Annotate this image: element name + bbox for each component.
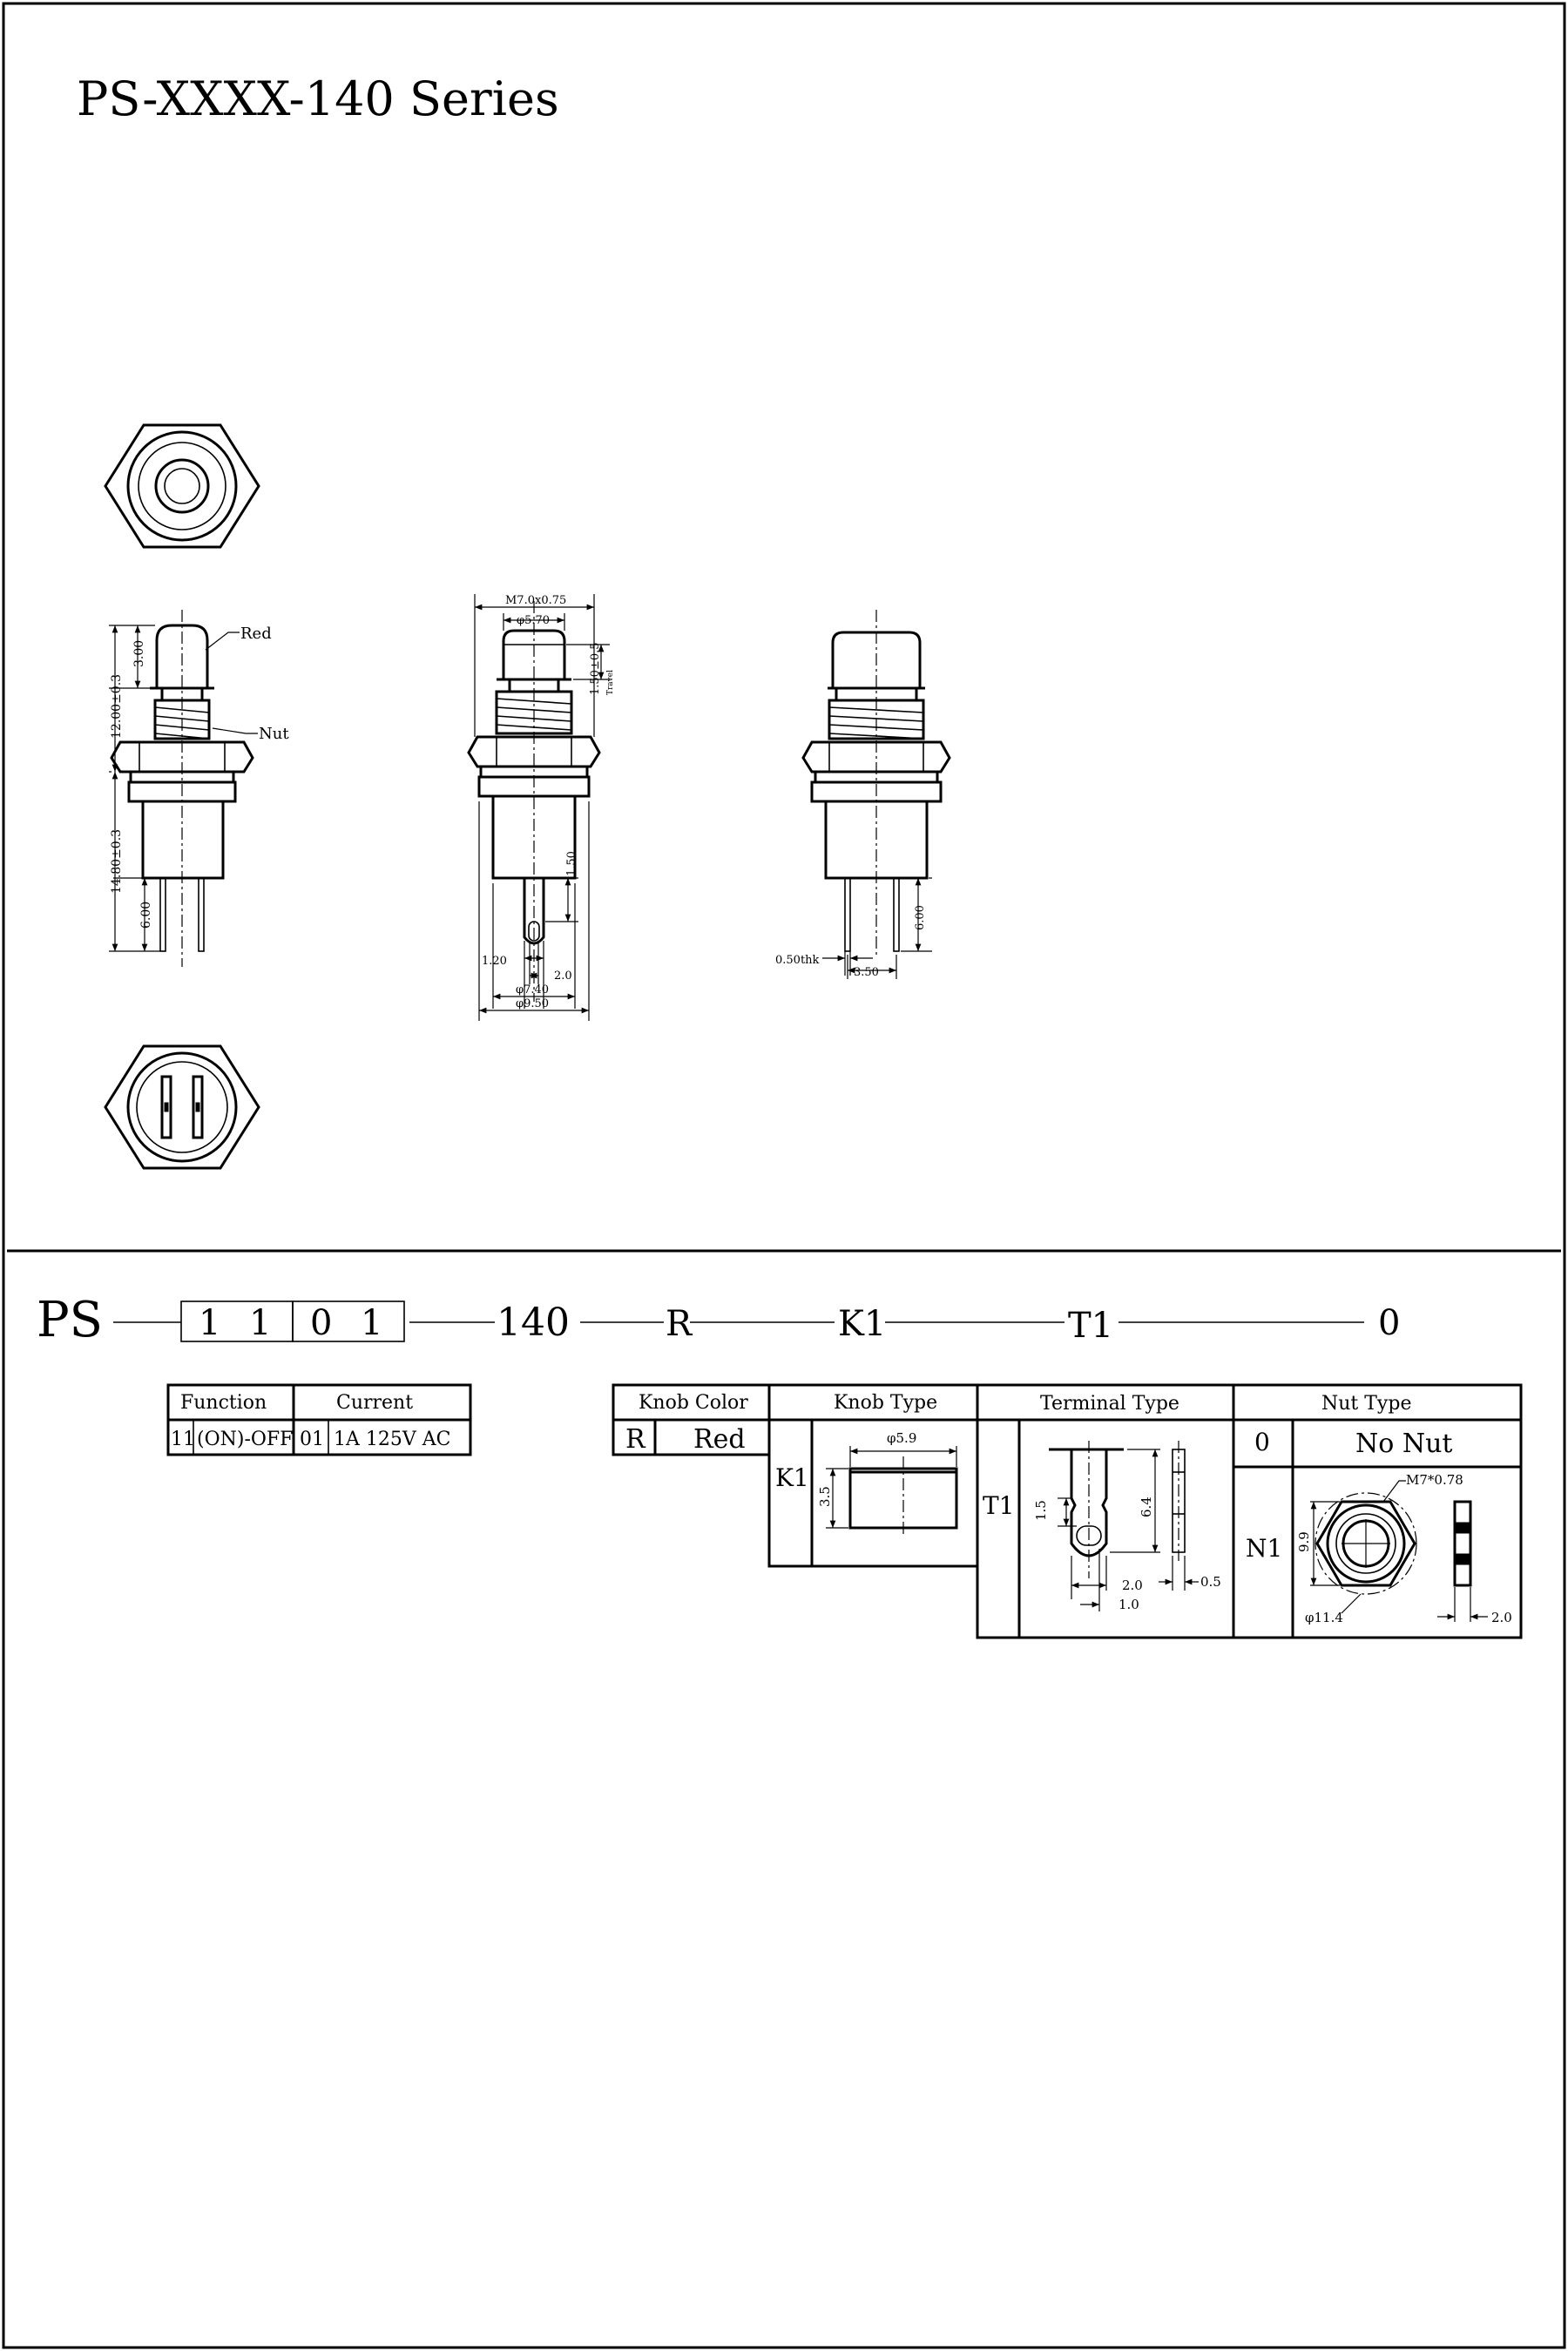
dim-lower-height: 14.80±0.3 [110,829,124,894]
terminal-dim-2: 6.4 [1139,1496,1154,1517]
knob-color-callout: Red [240,625,272,643]
nut-type-drawing [1310,1480,1488,1622]
part-nut: 0 [1378,1303,1400,1343]
nut-thickness: 2.0 [1491,1610,1512,1625]
code-digit-3: 0 [310,1303,332,1343]
dim-upper-height: 12.00±0.3 [110,674,124,739]
current-code: 01 [300,1429,324,1450]
header-function: Function [180,1392,267,1414]
part-series: 140 [497,1300,570,1345]
front-view [467,594,610,1021]
function-label: (ON)-OFF [197,1429,293,1450]
knob-type-height: 3.5 [817,1486,833,1507]
dim-pin-width: 1.20 [482,955,507,968]
part-knob-type: K1 [838,1304,886,1344]
part-number-lines [113,1300,1364,1342]
dim-pin-length: 6.00 [139,902,153,929]
nut-callout: Nut [259,725,289,743]
top-view [104,423,260,549]
code-digit-1: 1 [199,1303,220,1343]
terminal-dim-4: 0.5 [1200,1574,1221,1590]
knob-type-diameter: φ5.9 [887,1430,916,1446]
nut-thread: M7*0.78 [1406,1472,1463,1488]
knob-color-label: Red [693,1424,746,1455]
knob-color-code: R [625,1424,646,1455]
terminal-type-code: T1 [983,1491,1015,1520]
dim-travel: 1.50±0.5 [589,642,602,695]
dim-travel-note: Travel [606,670,615,695]
knob-type-code: K1 [775,1463,809,1492]
part-prefix: PS [37,1292,103,1348]
function-current-table [166,1383,472,1456]
header-nut-type: Nut Type [1321,1393,1411,1415]
terminal-type-drawing [1049,1441,1199,1611]
dim-pin-length-right: 6.00 [914,905,927,930]
bottom-view [104,1044,260,1170]
dim-thread: M7.0x0.75 [505,594,566,607]
part-terminal: T1 [1068,1306,1113,1346]
nut-code-none: 0 [1254,1428,1270,1456]
options-table-grid [612,1383,1523,1639]
terminal-dim-3: 2.0 [1122,1577,1143,1593]
dim-hole: 2.0 [554,969,572,983]
code-digit-4: 1 [361,1303,382,1343]
nut-diameter: φ11.4 [1305,1610,1343,1625]
header-current: Current [336,1392,413,1414]
nut-code-n1: N1 [1246,1534,1282,1563]
dim-knob-diameter: φ5.70 [517,614,550,627]
header-terminal-type: Terminal Type [1040,1393,1179,1415]
side-view [109,610,258,967]
page-title: PS-XXXX-140 Series [77,71,559,126]
function-code: 11 [171,1429,195,1450]
header-knob-color: Knob Color [639,1392,748,1414]
current-label: 1A 125V AC [334,1429,450,1450]
part-knob-color: R [666,1304,693,1344]
nut-label-none: No Nut [1355,1429,1452,1459]
dim-thickness: 0.50thk [775,954,820,967]
dim-knob-height: 3.00 [132,640,146,667]
dim-lug-length: 1.50 [565,851,578,876]
code-digit-2: 1 [249,1303,271,1343]
dim-nut-diameter: φ9.50 [516,997,549,1010]
knob-type-drawing [826,1446,958,1537]
dim-pitch: 3.50 [854,966,879,979]
terminal-dim-5: 1.0 [1119,1597,1139,1612]
right-view [801,610,951,979]
terminal-dim-1: 1.5 [1033,1500,1049,1521]
dim-body-diameter: φ7.40 [516,983,549,996]
nut-flat-width: 9.9 [1296,1531,1312,1552]
header-knob-type: Knob Type [834,1392,937,1414]
